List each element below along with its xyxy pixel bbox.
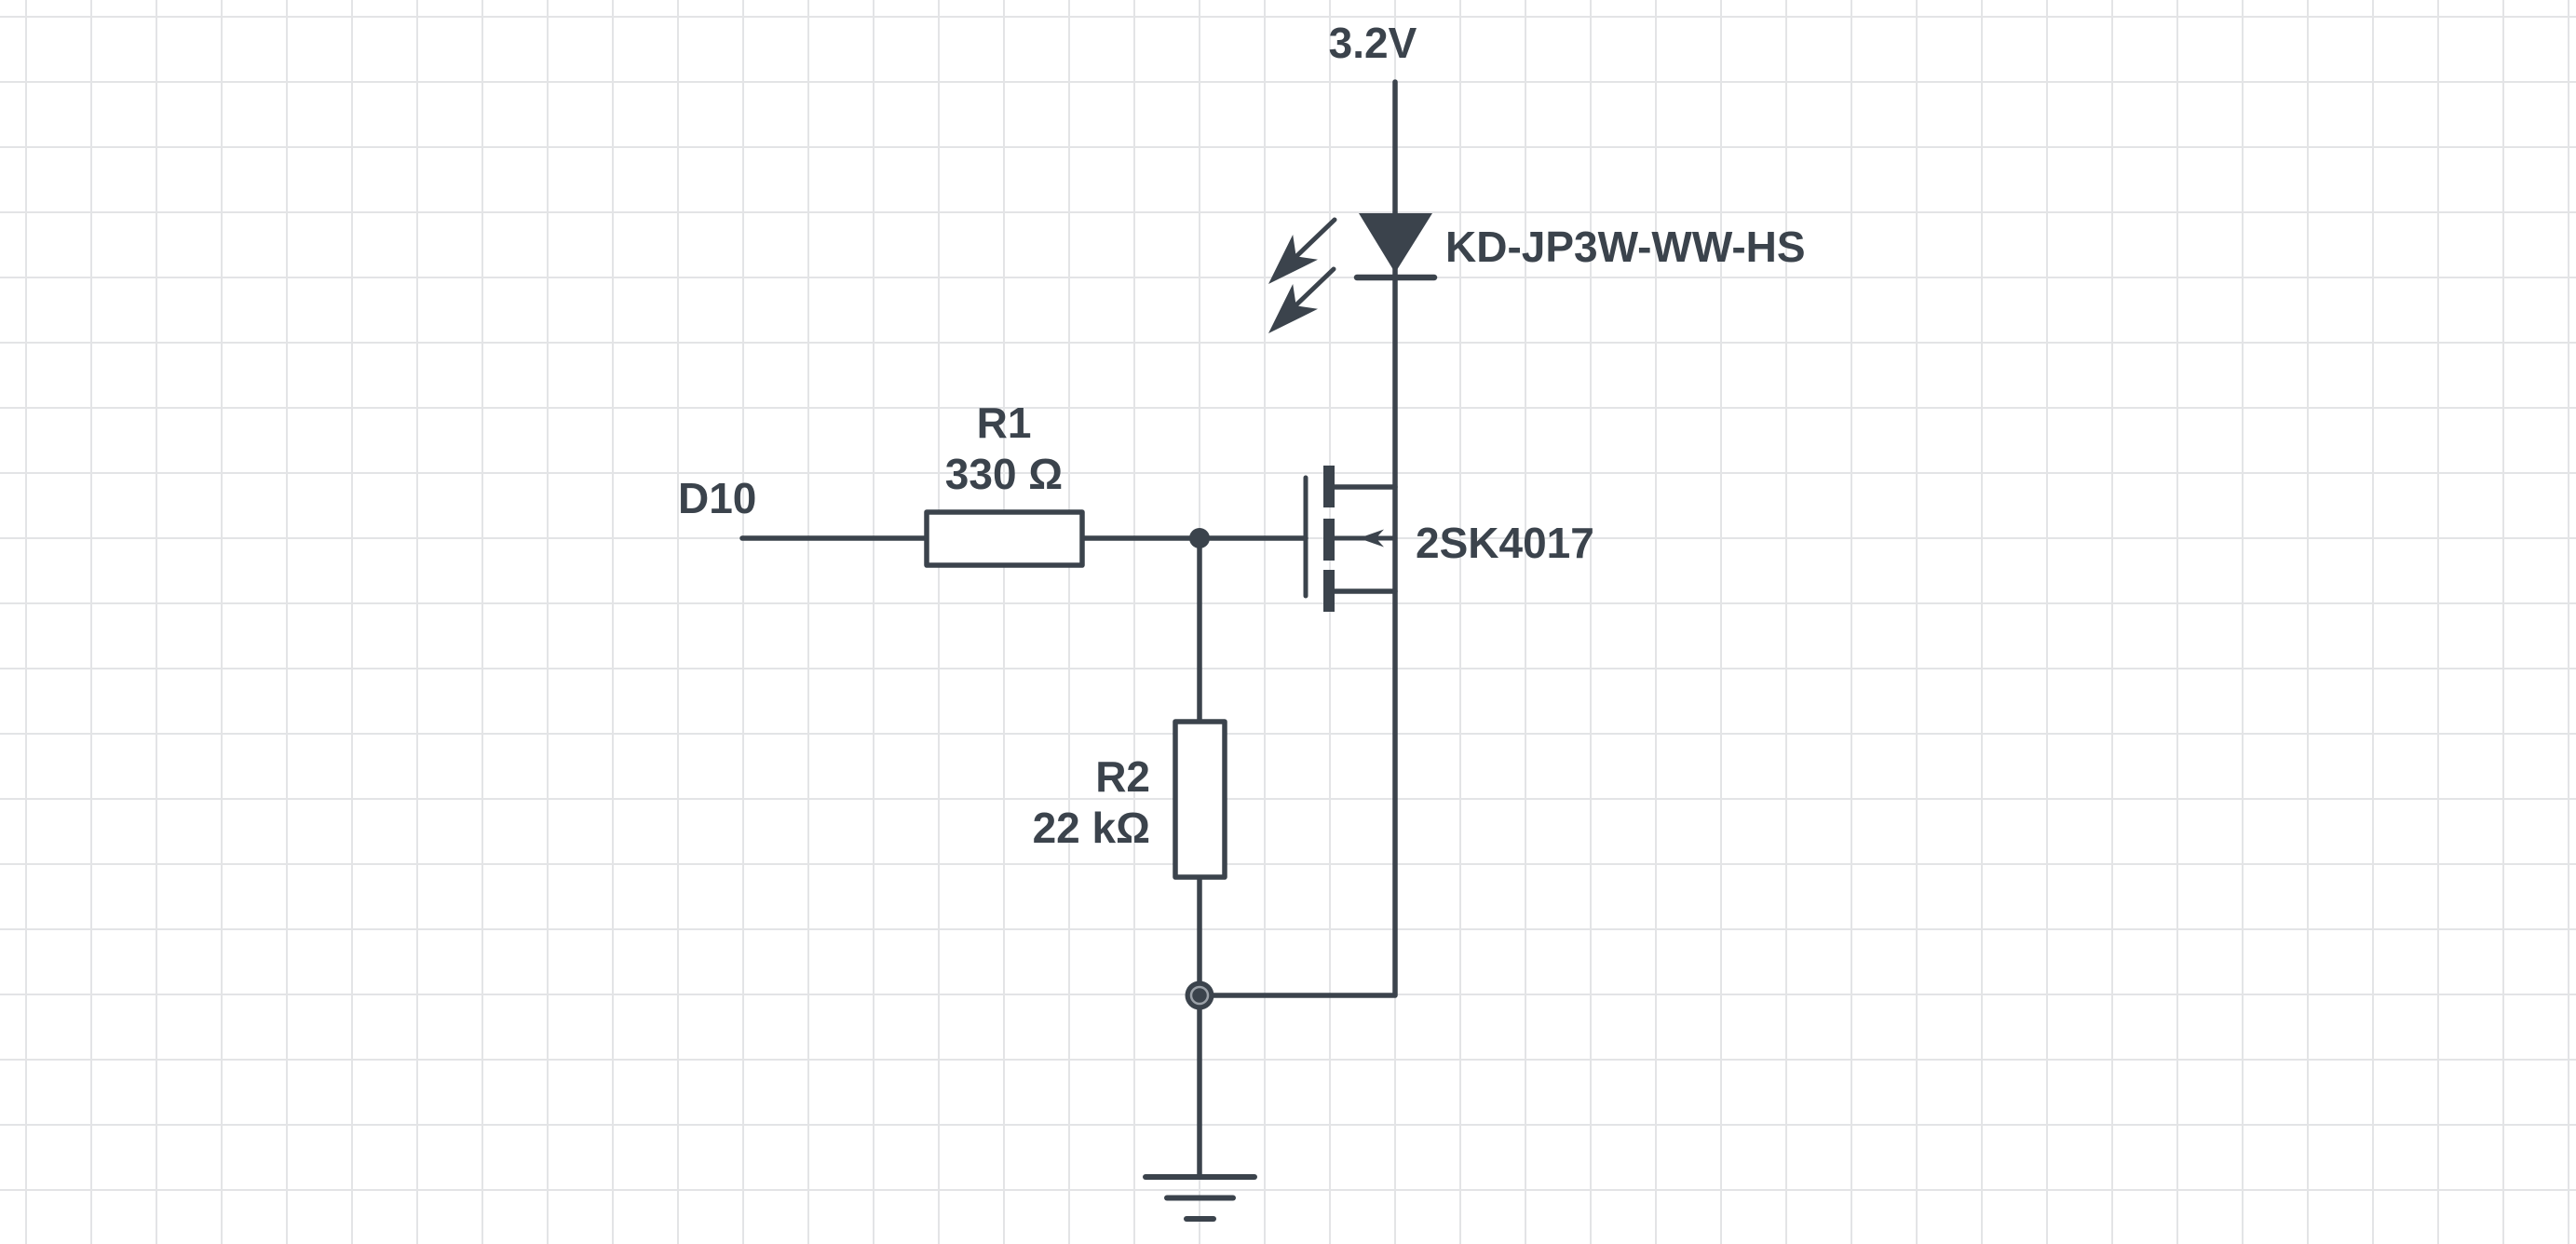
resistor-r1-value-label: 330 Ω [945,450,1063,498]
light-arrow-1-shaft [1287,217,1337,265]
wires [739,79,1398,1179]
net-junction-outer [1185,980,1214,1010]
led-symbol[interactable] [1268,213,1438,333]
mosfet-part-label: 2SK4017 [1416,519,1594,567]
net-junction-port[interactable] [1185,980,1214,1010]
resistor-r2-value-label: 22 kΩ [1033,804,1150,852]
light-arrow-1-head [1268,235,1318,284]
nmos-body-arrow-head [1359,529,1384,548]
led-anode-triangle[interactable] [1359,213,1432,273]
light-emission-arrows [1268,217,1337,333]
ground-symbol[interactable] [1143,1174,1257,1222]
net-junction-ring [1189,985,1210,1006]
junction-dot[interactable] [1189,528,1210,548]
light-arrow-2-head [1268,284,1318,333]
resistor-r1-symbol[interactable] [924,509,1085,568]
power-rail-label: 3.2V [1329,19,1417,67]
nmos-symbol[interactable] [1303,466,1398,612]
resistor-r1-body[interactable] [924,509,1085,568]
led-part-label: KD-JP3W-WW-HS [1445,223,1806,271]
light-arrow-2-shaft [1286,266,1336,315]
resistor-r2-body[interactable] [1173,719,1227,880]
resistor-r2-ref-label: R2 [1095,752,1150,801]
wire-drain-rail[interactable] [1197,79,1398,998]
input-pin-label: D10 [678,474,756,522]
resistor-r1-ref-label: R1 [977,399,1032,447]
resistor-r2-symbol[interactable] [1173,719,1227,880]
